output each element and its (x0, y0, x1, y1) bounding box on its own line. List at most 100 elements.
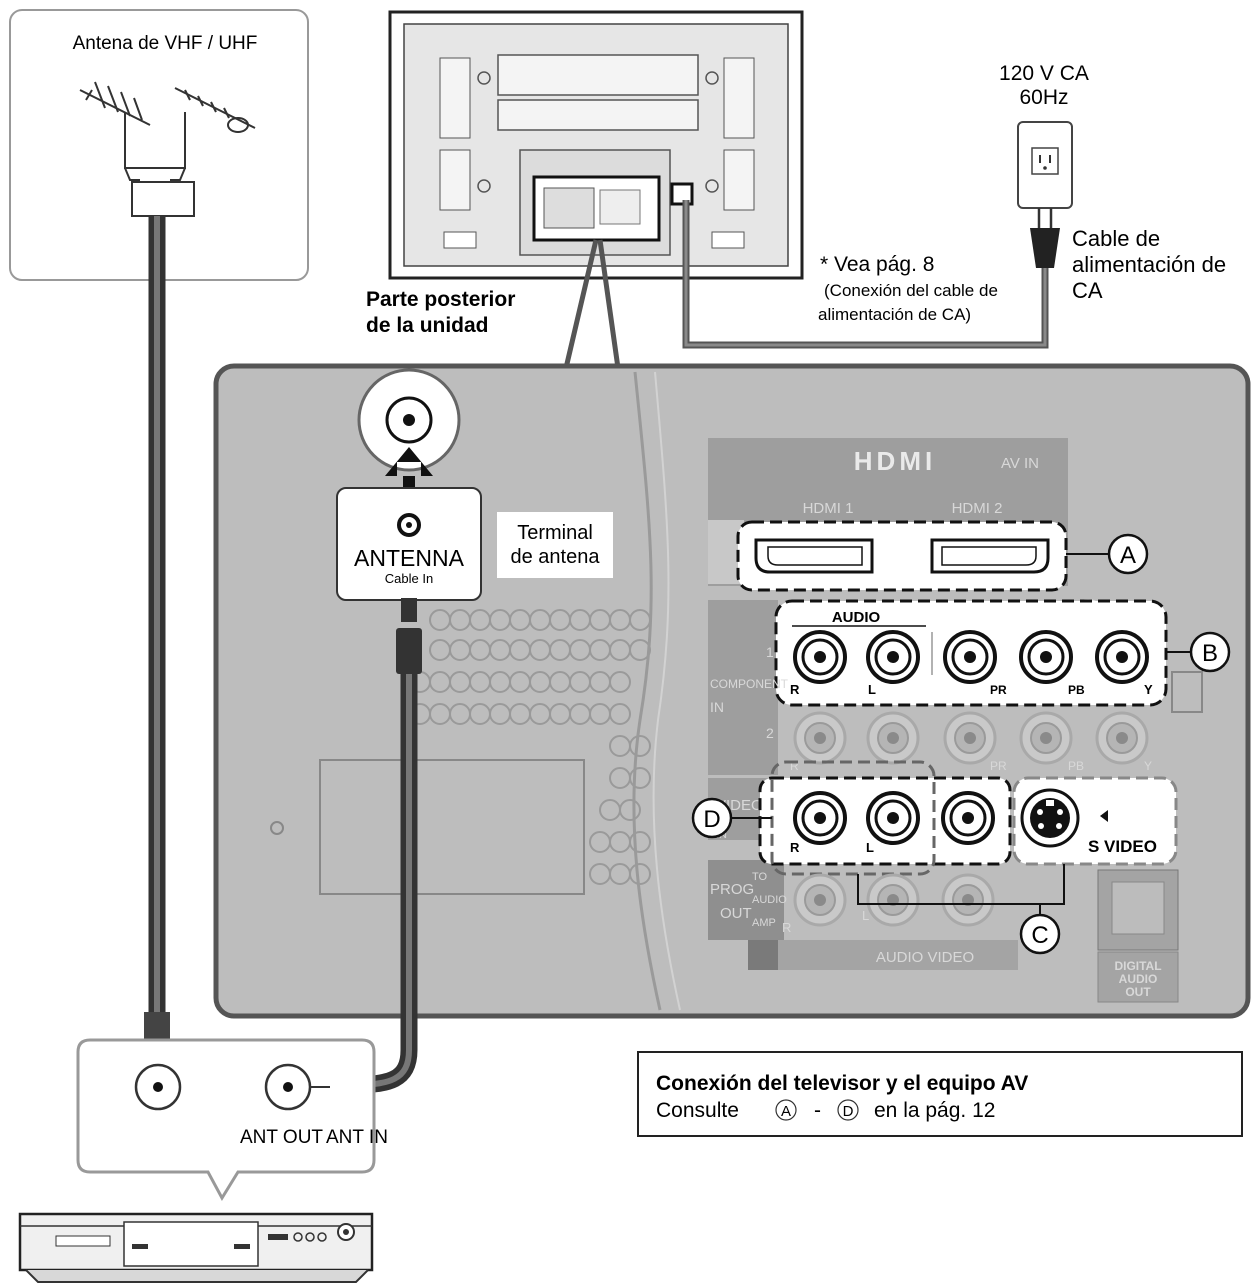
b-pb-label: PB (1068, 683, 1085, 697)
rca-jack (866, 630, 920, 684)
callout-b: B (1189, 631, 1231, 673)
to-label-2: AUDIO (752, 894, 787, 906)
vcr-device (18, 1212, 374, 1283)
r2-y-label: Y (1144, 759, 1152, 773)
terminal-caption-2: de antena (511, 546, 601, 568)
hdmi1-label: HDMI 1 (803, 500, 854, 517)
callout-d: D (691, 797, 733, 839)
rca-jack (1095, 711, 1149, 765)
note-suffix: en la pág. 12 (874, 1099, 995, 1122)
terminal-caption-1: Terminal (517, 522, 593, 544)
vcr-connector-box: ANT OUT ANT IN (76, 1038, 388, 1202)
r2-r-label: R (790, 759, 799, 773)
prog-out-jacks (793, 873, 995, 927)
r2-pr-label: PR (990, 759, 1007, 773)
ant-out-label: ANT OUT (240, 1127, 323, 1148)
wall-outlet-icon (1017, 121, 1073, 209)
antenna-symbol-icon (397, 513, 421, 537)
antenna-terminal-name: ANTENNA (354, 545, 465, 571)
rca-jack (1095, 630, 1149, 684)
component-label-1: COMPONENT (710, 677, 789, 691)
rca-jack (793, 873, 847, 927)
p-r-label: R (782, 920, 791, 935)
hdmi1-port (754, 538, 874, 574)
note-box: Conexión del televisor y el equipo AV Co… (637, 1051, 1243, 1137)
rca-jack (866, 711, 920, 765)
vent-hole (609, 703, 631, 725)
s-video-label: S VIDEO (1088, 837, 1157, 856)
antenna-terminal: ANTENNA Cable In (336, 368, 482, 622)
hdmi2-label: HDMI 2 (952, 500, 1003, 517)
rca-jack (941, 791, 995, 845)
b-r-label: R (790, 682, 800, 697)
vent-hole (629, 863, 651, 885)
row1-label: 1 (766, 644, 774, 660)
note-range-d: D (843, 1103, 854, 1120)
antenna-label: Antena de VHF / UHF (73, 33, 258, 54)
note-prefix: Consulte (656, 1099, 739, 1122)
p-l-label: L (862, 908, 869, 923)
rca-jack (943, 630, 997, 684)
tv-back-caption-1: Parte posterior (366, 288, 515, 311)
power-plug-icon (1030, 208, 1060, 268)
digital-label-3: OUT (1125, 985, 1151, 999)
antenna-icon (79, 81, 256, 181)
note-title: Conexión del televisor y el equipo AV (656, 1072, 1028, 1095)
to-label-3: AMP (752, 917, 776, 929)
prog-label-1: PROG (710, 881, 754, 898)
component-in-2-jacks (793, 711, 1149, 765)
tv-rear-view (388, 10, 804, 280)
hdmi2-port (930, 538, 1050, 574)
rca-jack (1019, 711, 1073, 765)
power-cable-label-2: alimentación de (1072, 252, 1226, 277)
rca-jack (793, 711, 847, 765)
tv-back-caption-2: de la unidad (366, 314, 489, 337)
callout-a: A (1107, 533, 1149, 575)
power-cable-label-3: CA (1072, 278, 1103, 303)
antenna-box: Antena de VHF / UHF (9, 9, 309, 281)
r2-pb-label: PB (1068, 759, 1084, 773)
vent-holes (409, 609, 651, 885)
prog-label-2: OUT (720, 905, 752, 922)
b-y-label: Y (1144, 682, 1153, 697)
b-l-label: L (868, 682, 876, 697)
power-frequency: 60Hz (1019, 86, 1068, 109)
svg-text:B: B (1202, 640, 1218, 667)
av-in-label: AV IN (1001, 455, 1039, 472)
hdmi-logo: HDMI (854, 446, 936, 476)
vent-hole (619, 799, 641, 821)
svg-text:C: C (1031, 922, 1048, 949)
s-video-port (1020, 788, 1080, 848)
rca-jack (866, 873, 920, 927)
ant-in-label: ANT IN (326, 1127, 388, 1148)
power-cable-label-1: Cable de (1072, 226, 1160, 251)
rca-jack (943, 711, 997, 765)
to-label-1: TO (752, 871, 768, 883)
audio-label: AUDIO (832, 609, 881, 626)
rca-jack (1019, 630, 1073, 684)
component-label-2: IN (710, 699, 724, 715)
vent-hole (629, 609, 651, 631)
rca-jack (866, 791, 920, 845)
vent-hole (629, 767, 651, 789)
video-in-jacks (793, 791, 995, 845)
rca-jack (793, 791, 847, 845)
rca-jack (941, 873, 995, 927)
vent-hole (629, 735, 651, 757)
audio-video-label: AUDIO VIDEO (876, 949, 974, 966)
see-page-8: * Vea pág. 8 (820, 253, 934, 276)
note-dash: - (814, 1099, 821, 1122)
digital-label-1: DIGITAL (1114, 959, 1161, 973)
v-l-label: L (866, 840, 874, 855)
component-in-1-jacks (793, 630, 1149, 684)
coax-cable-antenna (144, 216, 170, 1050)
svg-text:A: A (1120, 542, 1136, 569)
vent-hole (629, 831, 651, 853)
see-page-note-2: alimentación de CA) (818, 305, 971, 324)
antenna-terminal-sub: Cable In (385, 571, 433, 586)
row2-label: 2 (766, 725, 774, 741)
svg-text:D: D (703, 806, 720, 833)
vent-hole (629, 639, 651, 661)
callout-c: C (1019, 913, 1061, 955)
vent-hole (609, 671, 631, 693)
